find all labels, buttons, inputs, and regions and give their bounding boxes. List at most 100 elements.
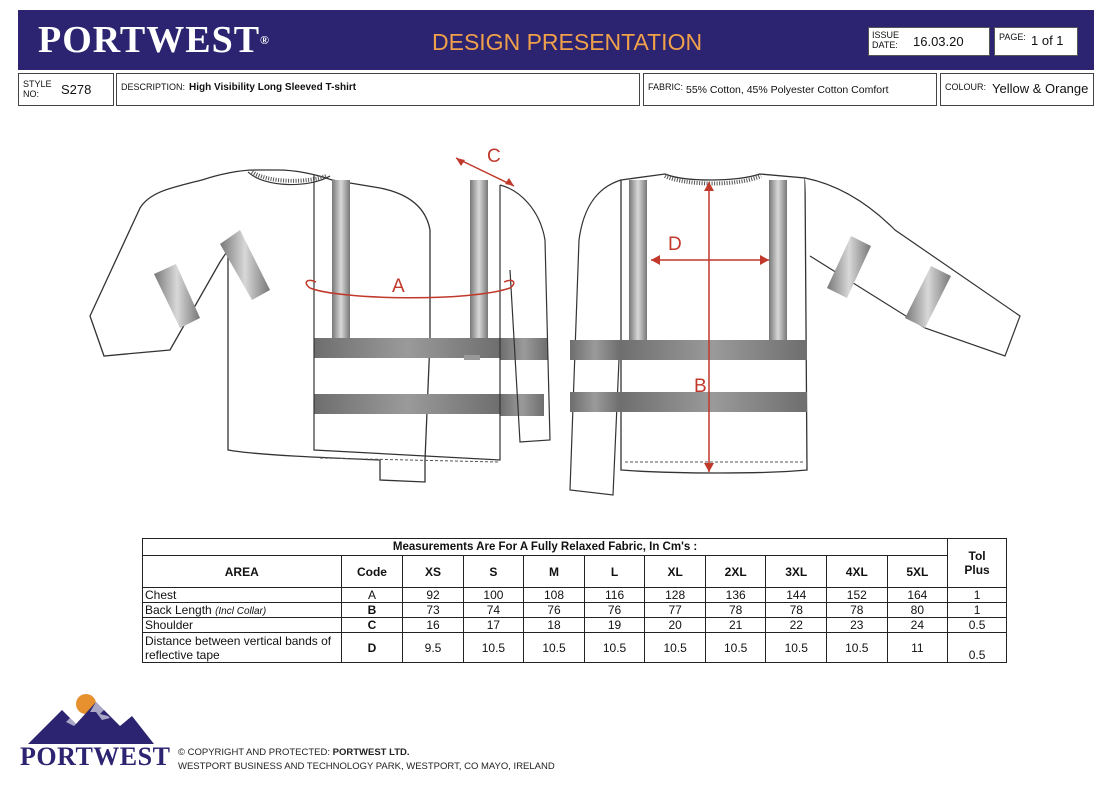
value-cell: 152: [826, 587, 888, 603]
chest-measure-arrows: [305, 279, 515, 289]
page-label: PAGE:: [999, 32, 1026, 42]
value-cell: 78: [704, 602, 767, 618]
value-cell: 10.5: [644, 632, 706, 663]
value-cell: 9.5: [402, 632, 464, 663]
size-header-s: S: [462, 555, 525, 588]
code-cell: D: [340, 632, 404, 663]
front-view-drawing: [89, 157, 551, 483]
front-body-outline: [89, 169, 431, 483]
value-cell: 73: [402, 602, 464, 618]
back-left-sleeve: [569, 179, 622, 496]
value-cell: 24: [886, 617, 949, 633]
fabric-value: 55% Cotton, 45% Polyester Cotton Comfort: [686, 84, 889, 96]
tol-cell: 1: [947, 587, 1007, 603]
colour-value: Yellow & Orange: [992, 81, 1089, 96]
size-header-4xl: 4XL: [826, 555, 888, 588]
value-cell: 77: [644, 602, 706, 618]
size-header-l: L: [583, 555, 646, 588]
brand-logo: PORTWEST®: [38, 19, 271, 61]
issue-date-label: DATE:: [872, 40, 898, 50]
front-left-sleeve-tape-upper: [220, 230, 270, 300]
mountain-icon: [28, 702, 154, 744]
back-length-arrow-top: [704, 182, 714, 191]
code-cell: C: [340, 617, 404, 633]
value-cell: 74: [462, 602, 525, 618]
area-cell: Shoulder: [142, 617, 342, 633]
code-header: Code: [340, 555, 404, 588]
value-cell: 100: [462, 587, 525, 603]
issue-date-box: ISSUE DATE: 16.03.20: [868, 27, 990, 56]
copyright-prefix: © COPYRIGHT AND PROTECTED:: [178, 747, 333, 758]
value-cell: 164: [886, 587, 949, 603]
code-cell: B: [340, 602, 404, 618]
back-vertical-tape-right: [769, 180, 787, 340]
colour-label: COLOUR:: [945, 82, 987, 92]
back-view-drawing: [569, 173, 1021, 496]
footer-address: WESTPORT BUSINESS AND TECHNOLOGY PARK, W…: [178, 761, 555, 772]
tol-cell: 0.5: [947, 632, 1007, 663]
area-cell: Back Length (Incl Collar): [142, 602, 342, 618]
value-cell: 17: [462, 617, 525, 633]
front-sleeve-tape-upper: [500, 338, 548, 360]
description-label: DESCRIPTION:: [121, 82, 186, 92]
front-label-tab: [464, 355, 480, 360]
tape-distance-arrow-right: [760, 255, 769, 265]
copyright-company: PORTWEST LTD.: [332, 747, 410, 758]
document-title: DESIGN PRESENTATION: [432, 29, 703, 55]
tol-cell: 1: [947, 602, 1007, 618]
value-cell: 92: [402, 587, 464, 603]
value-cell: 10.5: [583, 632, 646, 663]
issue-label: ISSUE: [872, 30, 900, 40]
front-vertical-tape-right: [470, 180, 488, 338]
area-cell: Distance between vertical bands of refle…: [142, 632, 342, 663]
size-header-m: M: [523, 555, 585, 588]
shoulder-arrow-end: [505, 178, 514, 186]
value-cell: 10.5: [765, 632, 828, 663]
value-cell: 22: [765, 617, 828, 633]
front-sleeve-tape-lower: [500, 394, 544, 416]
back-right-sleeve-tape-lower: [905, 266, 951, 328]
front-torso-outline: [313, 175, 501, 461]
label-c: C: [487, 146, 501, 167]
back-collar-rib: [664, 174, 762, 186]
issue-date-value: 16.03.20: [913, 34, 964, 49]
back-sleeve-tape-upper: [570, 340, 620, 360]
page-value: 1 of 1: [1031, 33, 1064, 48]
value-cell: 19: [583, 617, 646, 633]
footer-logo-mountain: [28, 694, 154, 744]
value-cell: 20: [644, 617, 706, 633]
value-cell: 128: [644, 587, 706, 603]
footer-text: © COPYRIGHT AND PROTECTED: PORTWEST LTD.…: [178, 746, 555, 774]
value-cell: 10.5: [826, 632, 888, 663]
back-sleeve-tape-lower: [570, 392, 620, 412]
code-cell: A: [340, 587, 404, 603]
tol-cell: 0.5: [947, 617, 1007, 633]
footer-brand: PORTWEST: [20, 742, 171, 771]
value-cell: 116: [583, 587, 646, 603]
front-collar-rib: [250, 170, 327, 183]
value-cell: 136: [704, 587, 767, 603]
label-b: B: [694, 376, 707, 397]
value-cell: 10.5: [462, 632, 525, 663]
style-label: STYLE: [23, 79, 52, 89]
shoulder-measure-line: [455, 157, 515, 187]
back-right-sleeve: [804, 177, 1021, 357]
description-value: High Visibility Long Sleeved T-shirt: [189, 82, 357, 93]
front-left-sleeve-tape-lower: [154, 264, 200, 328]
size-header-xs: XS: [402, 555, 464, 588]
style-no-label: NO:: [23, 89, 40, 99]
value-cell: 18: [523, 617, 585, 633]
value-cell: 11: [886, 632, 949, 663]
back-length-arrow-bottom: [704, 463, 714, 472]
table-row: Distance between vertical bands of refle…: [142, 632, 1007, 663]
back-right-sleeve-tape-upper: [827, 236, 871, 298]
value-cell: 21: [704, 617, 767, 633]
page-box: PAGE: 1 of 1: [994, 27, 1078, 56]
size-header-xl: XL: [644, 555, 706, 588]
